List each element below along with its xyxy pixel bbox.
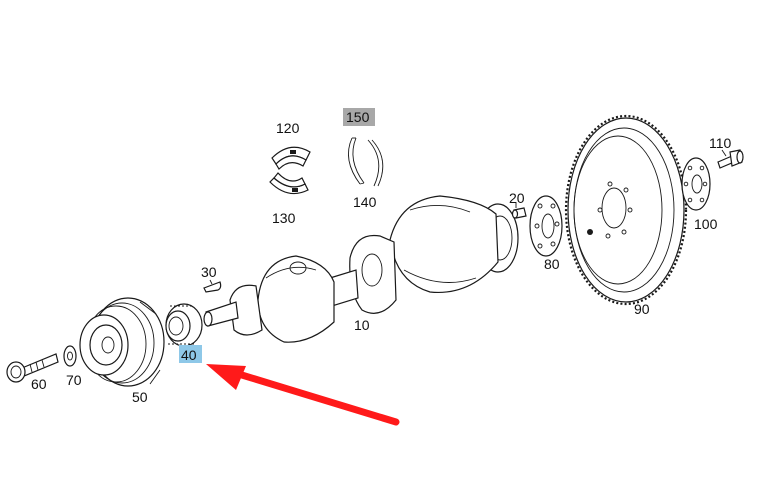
callout-130[interactable]: 130 [272, 210, 296, 226]
callout-110[interactable]: 110 [709, 135, 732, 151]
flex-plate[interactable] [529, 195, 563, 257]
callout-150[interactable]: 150 [346, 109, 370, 125]
callout-50[interactable]: 50 [132, 389, 148, 405]
secondary-part-highlight [343, 108, 375, 126]
pointer-arrow [206, 364, 400, 426]
washer[interactable] [63, 345, 77, 367]
callout-40[interactable]: 40 [181, 347, 197, 363]
pulley-bolt[interactable] [6, 353, 59, 383]
callout-120[interactable]: 120 [276, 120, 300, 136]
callout-10[interactable]: 10 [354, 317, 370, 333]
callout-60[interactable]: 60 [31, 376, 47, 392]
vibration-damper[interactable] [79, 297, 165, 387]
spacer-plate[interactable] [681, 157, 711, 211]
bearing-shell-upper[interactable] [271, 146, 311, 170]
callout-20[interactable]: 20 [509, 190, 525, 206]
callout-140[interactable]: 140 [353, 194, 377, 210]
bearing-shell-lower[interactable] [269, 172, 309, 195]
callout-100[interactable]: 100 [694, 216, 718, 232]
selected-part-highlight [179, 345, 202, 363]
callout-80[interactable]: 80 [544, 256, 560, 272]
thrust-washer[interactable] [347, 137, 384, 187]
flywheel-ring-gear[interactable] [564, 114, 688, 306]
dowel-pin[interactable] [511, 207, 527, 219]
callout-70[interactable]: 70 [66, 372, 82, 388]
woodruff-key[interactable] [203, 281, 222, 293]
flywheel-bolt[interactable] [717, 149, 744, 169]
crankshaft-sprocket[interactable] [165, 303, 203, 347]
callout-90[interactable]: 90 [634, 301, 650, 317]
crankshaft[interactable] [203, 195, 519, 343]
leader-lines [209, 149, 727, 285]
callout-30[interactable]: 30 [201, 264, 217, 280]
